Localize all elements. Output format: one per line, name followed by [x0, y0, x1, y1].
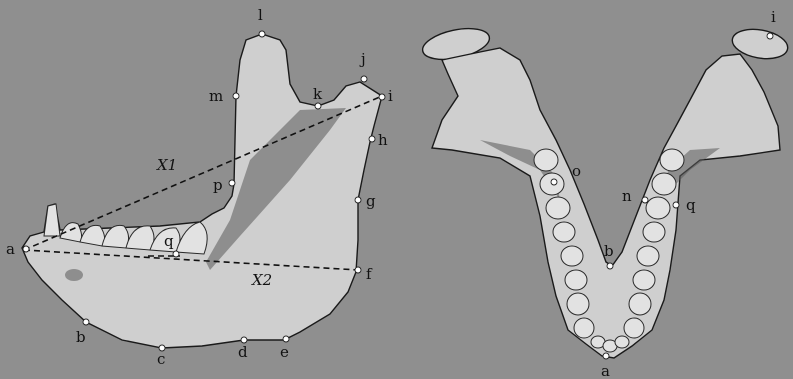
label-i: i [388, 87, 393, 105]
occ-label-b: b [604, 242, 614, 260]
occlusal-mandible-body [432, 48, 780, 358]
point-b [83, 319, 89, 325]
occ-point-n [642, 197, 648, 203]
lateral-mandible-body [22, 34, 382, 348]
label-e: e [280, 343, 289, 361]
point-m [233, 93, 239, 99]
occ-label-i: i [771, 8, 776, 26]
occ-point-i [767, 33, 773, 39]
label-q: q [164, 232, 174, 250]
occ-point-b [607, 263, 613, 269]
label-x2: X2 [251, 271, 272, 289]
occ-point-q [673, 202, 679, 208]
occ-label-q: q [686, 196, 696, 214]
label-g: g [366, 192, 376, 210]
label-j: j [359, 50, 366, 68]
mental-foramen [65, 269, 83, 281]
point-i [379, 94, 385, 100]
label-f: f [366, 265, 373, 283]
label-p: p [213, 176, 223, 194]
occ-label-a: a [601, 362, 610, 379]
point-e [283, 336, 289, 342]
point-a [23, 246, 29, 252]
occ-label-n: n [622, 187, 632, 205]
label-d: d [238, 343, 248, 361]
point-f [355, 267, 361, 273]
point-j [361, 76, 367, 82]
label-h: h [378, 131, 388, 149]
point-h [369, 136, 375, 142]
label-a: a [6, 240, 15, 258]
label-b: b [76, 328, 86, 346]
label-m: m [209, 87, 223, 105]
occlusal-view: i o n q b a [420, 8, 790, 379]
point-l [259, 31, 265, 37]
lateral-view: a b c d e f g h i j k l m p q X1 X2 [6, 6, 393, 368]
label-c: c [157, 350, 165, 368]
occ-label-o: o [572, 162, 581, 180]
point-g [355, 197, 361, 203]
point-k [315, 103, 321, 109]
point-q [173, 251, 179, 257]
occ-point-o [551, 179, 557, 185]
label-x1: X1 [156, 156, 177, 174]
label-k: k [313, 85, 323, 103]
point-p [229, 180, 235, 186]
occ-point-a [603, 353, 609, 359]
label-l: l [258, 6, 263, 24]
